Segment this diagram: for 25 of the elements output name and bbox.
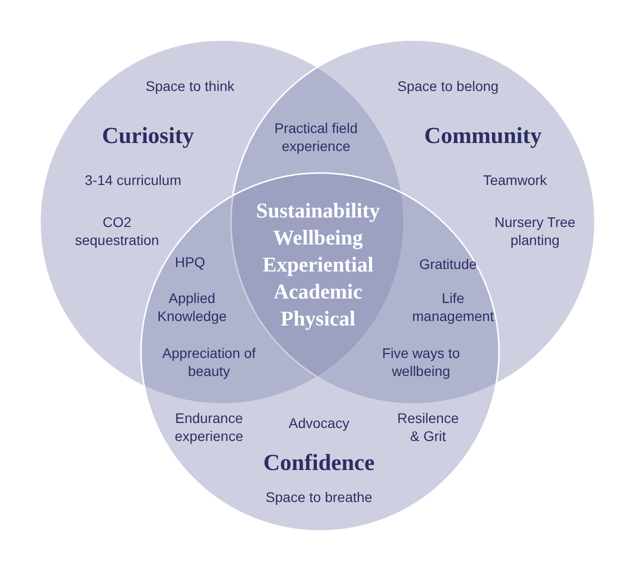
region-label: 3-14 curriculum xyxy=(84,171,182,189)
region-label: Appreciation of beauty xyxy=(161,344,257,380)
region-label: Applied Knowledge xyxy=(156,289,228,325)
circle-heading: Community xyxy=(424,123,542,149)
circle-heading: Confidence xyxy=(263,450,375,476)
region-label: Nursery Tree planting xyxy=(494,213,576,249)
region-label: Space to belong xyxy=(397,77,499,95)
region-label: Practical field experience xyxy=(273,119,359,155)
region-label: Life management xyxy=(411,289,495,325)
region-label: Resilence & Grit xyxy=(396,409,460,445)
center-theme: Academic xyxy=(274,278,362,306)
circle-heading: Curiosity xyxy=(102,123,194,149)
region-label: Teamwork xyxy=(483,171,547,189)
region-label: Space to think xyxy=(146,77,234,95)
center-theme: Sustainability xyxy=(256,198,380,224)
region-label: Space to breathe xyxy=(266,488,372,506)
region-label: Endurance experience xyxy=(174,409,244,445)
region-label: HPQ xyxy=(174,253,206,271)
center-theme: Experiential xyxy=(262,252,374,278)
region-label: CO2 sequestration xyxy=(74,213,160,249)
region-label: Five ways to wellbeing xyxy=(381,344,461,380)
region-label: Advocacy xyxy=(288,414,350,432)
center-theme: Wellbeing xyxy=(273,224,363,252)
center-theme: Physical xyxy=(280,306,356,332)
region-label: Gratitude xyxy=(419,255,477,273)
